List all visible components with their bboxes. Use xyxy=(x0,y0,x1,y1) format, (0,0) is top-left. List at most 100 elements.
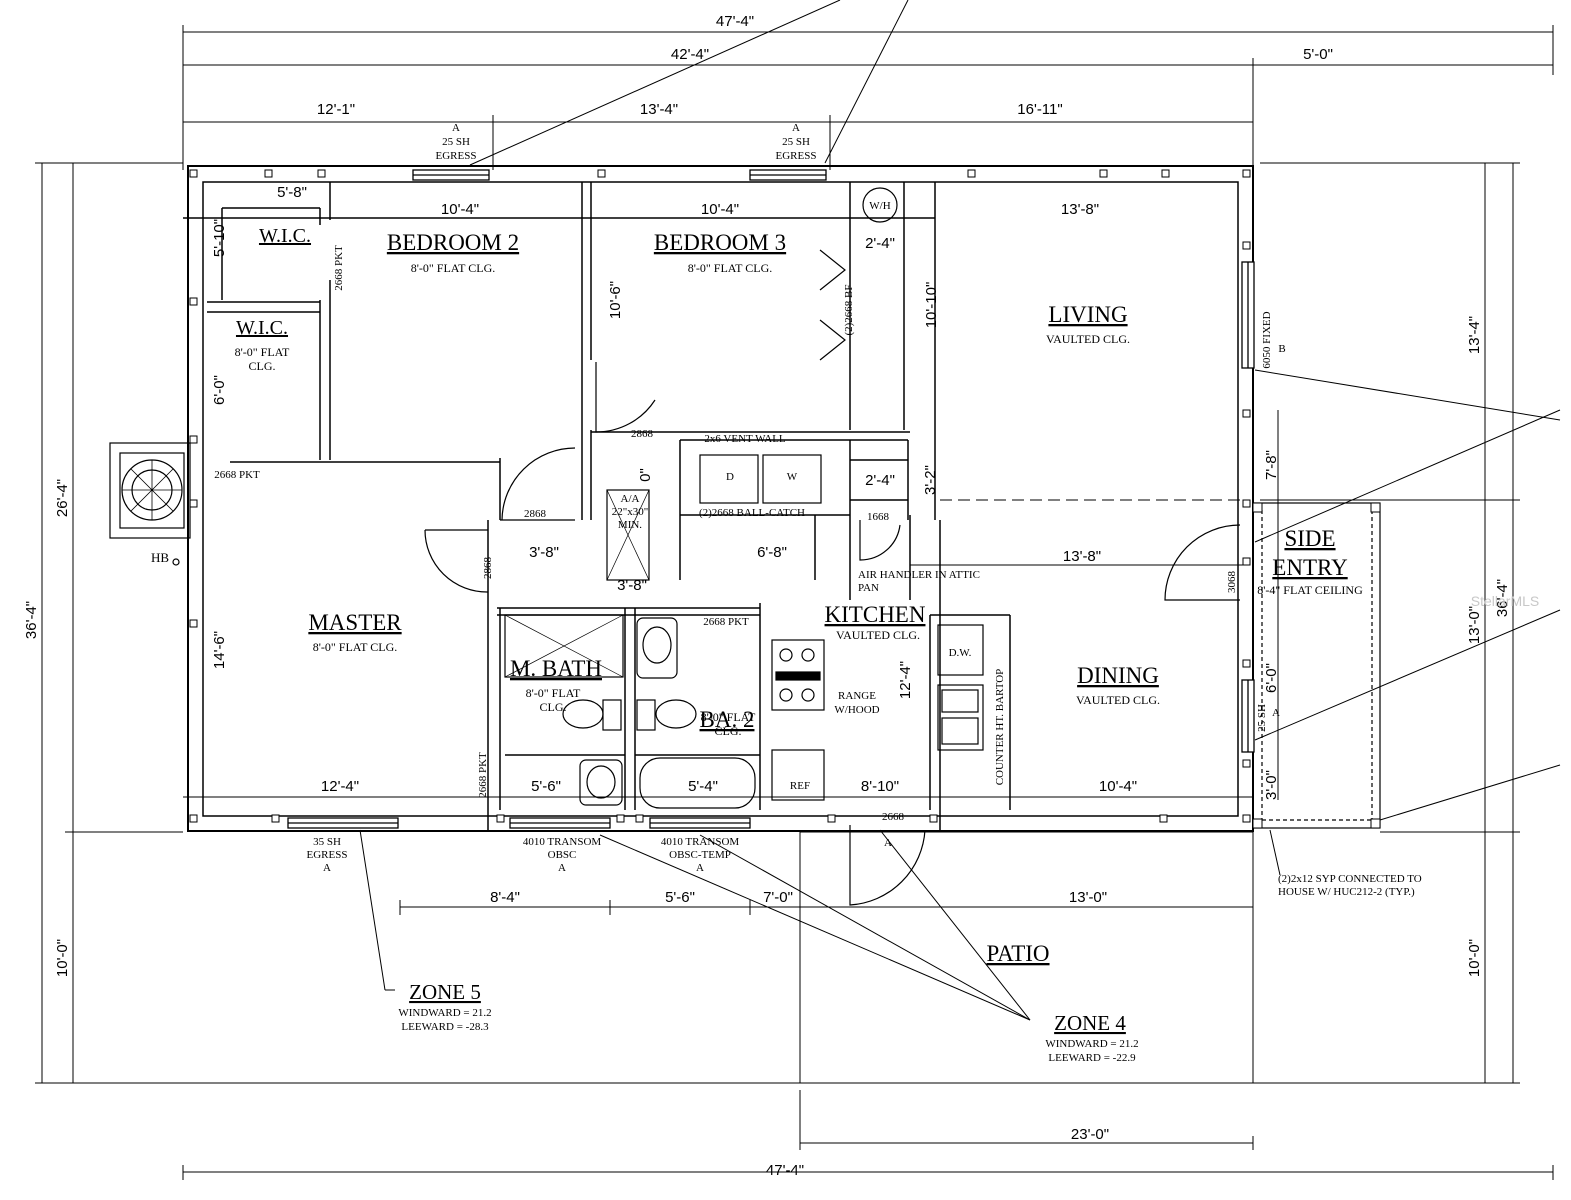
win-master-l2: EGRESS xyxy=(307,849,348,861)
transom1-l3: A xyxy=(558,862,566,874)
side-entry-ceiling: 8'-4" FLAT CEILING xyxy=(1257,583,1363,597)
dimension-lines xyxy=(35,25,1554,1180)
notes: A 25 SH EGRESS A 25 SH EGRESS 35 SH EGRE… xyxy=(151,122,1422,898)
transom1-l2: OBSC xyxy=(548,849,577,861)
mbath-ceiling2: CLG. xyxy=(540,700,567,714)
dim-13-4: 13'-4" xyxy=(640,101,678,118)
dryer-icon xyxy=(699,454,759,504)
shower-icon xyxy=(504,614,624,678)
ref-label: REF xyxy=(790,780,810,792)
sink2-icon xyxy=(636,617,678,679)
door-swings xyxy=(424,249,1241,906)
dim-bed3-w: 10'-4" xyxy=(701,201,739,218)
dim-entry-6-0: 6'-0" xyxy=(1263,663,1280,693)
dim-right-13-0: 13'-0" xyxy=(1466,606,1483,644)
range-label: RANGE xyxy=(838,690,876,702)
bf-2668: (2)2668 BF xyxy=(843,284,855,335)
dim-bed2-w: 10'-4" xyxy=(441,201,479,218)
dim-entry-3-0: 3'-0" xyxy=(1263,770,1280,800)
attic-access-icon xyxy=(606,489,650,581)
wind-zones: ZONE 5 WINDWARD = 21.2 LEEWARD = -28.3 Z… xyxy=(398,980,1138,1064)
ac-size2: 22"x30" xyxy=(612,506,648,518)
bedroom2-title: BEDROOM 2 xyxy=(387,230,519,255)
transom2-l2: OBSC-TEMP xyxy=(669,849,731,861)
refrigerator-icon xyxy=(771,749,825,801)
wic2-title: W.I.C. xyxy=(236,317,288,339)
door-2668: 2668 xyxy=(882,811,905,823)
wh-label: W/H xyxy=(869,200,890,212)
pkt-master: 2668 PKT xyxy=(214,469,260,481)
dim-overall-h: 36'-4" xyxy=(23,601,40,639)
dim-h-0: 0" xyxy=(637,468,654,482)
wall-studs xyxy=(189,169,1381,829)
side-entry-title1: SIDE xyxy=(1284,526,1335,551)
dim-wh-w: 2'-4" xyxy=(865,235,895,252)
dim-12-1: 12'-1" xyxy=(317,101,355,118)
dim-living-h: 10'-10" xyxy=(923,282,940,329)
range-label2: W/HOOD xyxy=(834,704,879,716)
dim-b-7-0: 7'-0" xyxy=(763,889,793,906)
dim-hall-w2: 3'-8" xyxy=(617,577,647,594)
zone4-windward: WINDWARD = 21.2 xyxy=(1045,1038,1138,1050)
side-entry-title2: ENTRY xyxy=(1272,555,1348,580)
b-tag: B xyxy=(1278,343,1285,355)
zone4-title: ZONE 4 xyxy=(1054,1011,1126,1035)
zone4-leeward: LEEWARD = -22.9 xyxy=(1048,1052,1136,1064)
bathtub-icon xyxy=(639,757,756,809)
door-2868b: 2868 xyxy=(524,508,547,520)
master-ceiling: 8'-0" FLAT CLG. xyxy=(313,640,398,654)
win-master-l3: A xyxy=(323,862,331,874)
dim-dining-w: 13'-8" xyxy=(1063,548,1101,565)
windows xyxy=(287,169,1255,829)
dim-patio-w: 23'-0" xyxy=(1071,1126,1109,1143)
pkt-mbath: 2668 PKT xyxy=(477,752,489,798)
dim-h-3-2: 3'-2" xyxy=(922,465,939,495)
zone5-windward: WINDWARD = 21.2 xyxy=(398,1007,491,1019)
win-a2-l2: 25 SH xyxy=(782,136,810,148)
dim-b-5-6: 5'-6" xyxy=(665,889,695,906)
room-labels: BEDROOM 2 8'-0" FLAT CLG. BEDROOM 3 8'-0… xyxy=(235,225,1363,966)
door-2868a: 2868 xyxy=(631,428,654,440)
exterior-walls xyxy=(187,165,1254,832)
dining-ceiling: VAULTED CLG. xyxy=(1076,693,1160,707)
living-title: LIVING xyxy=(1048,302,1127,327)
win-a1-l1: A xyxy=(452,122,460,134)
dim-overall-bottom: 47'-4" xyxy=(766,1162,804,1179)
sink-icon xyxy=(579,759,623,806)
dim-h-7-8: 7'-8" xyxy=(1263,450,1280,480)
dim-wic2-h: 6'-0" xyxy=(211,375,228,405)
watermark: StellarMLS xyxy=(1471,593,1539,609)
ac-size1: A/A xyxy=(621,493,640,505)
bedroom3-title: BEDROOM 3 xyxy=(654,230,786,255)
ac-unit-icon xyxy=(109,442,191,539)
ba2-ceiling: 8'-0" FLAT xyxy=(701,710,756,724)
a-tag2: A xyxy=(1272,707,1280,719)
pkt-bed2: 2668 PKT xyxy=(333,245,345,291)
bedroom3-ceiling: 8'-0" FLAT CLG. xyxy=(688,261,773,275)
dim-house-width: 42'-4" xyxy=(671,46,709,63)
dim-ba2-w: 5'-4" xyxy=(688,778,718,795)
dim-mbath-w: 5'-6" xyxy=(531,778,561,795)
dim-wic-h: 5'-10" xyxy=(211,219,228,257)
dim-overall-top: 47'-4" xyxy=(716,13,754,30)
hb-label: HB xyxy=(151,550,169,565)
kitchen-sink-icon xyxy=(937,684,984,751)
wic1-title: W.I.C. xyxy=(259,225,311,247)
wic2-ceiling2: CLG. xyxy=(249,359,276,373)
dim-left-h: 26'-4" xyxy=(54,479,71,517)
air-handler-pan: PAN xyxy=(858,582,879,594)
syp-note2: HOUSE W/ HUC212-2 (TYP.) xyxy=(1278,886,1415,898)
fixed-window: 6050 FIXED xyxy=(1261,311,1273,368)
door-1668: 1668 xyxy=(867,511,890,523)
door-2868c: 2868 xyxy=(482,557,494,580)
dim-living-w: 13'-8" xyxy=(1061,201,1099,218)
ac-size3: MIN. xyxy=(618,519,642,531)
dining-title: DINING xyxy=(1077,663,1159,688)
interior-walls xyxy=(183,182,1253,830)
dishwasher-icon xyxy=(937,624,984,676)
dim-wic-w: 5'-8" xyxy=(277,184,307,201)
dim-entry-width: 5'-0" xyxy=(1303,46,1333,63)
dim-16-11: 16'-11" xyxy=(1017,101,1062,118)
